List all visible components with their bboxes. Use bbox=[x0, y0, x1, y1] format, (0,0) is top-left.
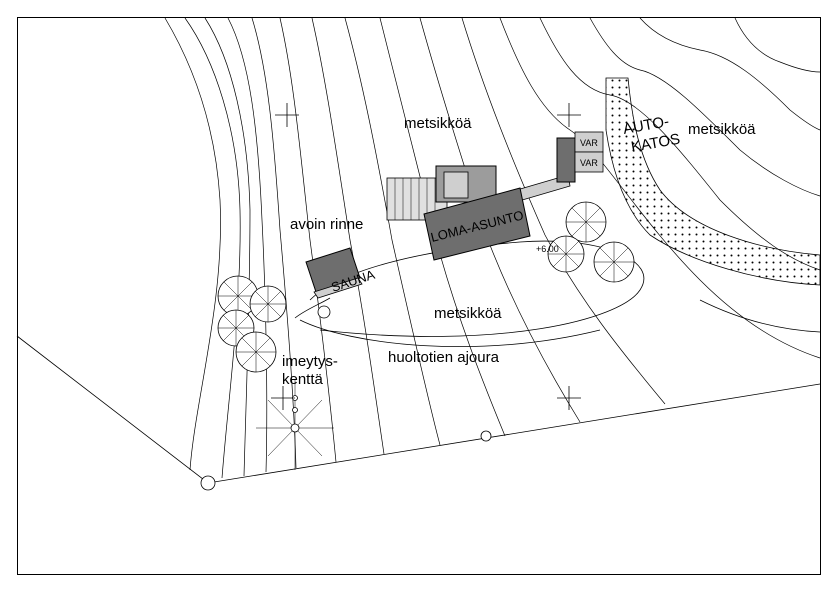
label-forest-top: metsikköä bbox=[404, 115, 472, 132]
well-marker bbox=[317, 305, 331, 319]
service-road-track bbox=[309, 240, 645, 337]
infiltration-field bbox=[256, 380, 334, 470]
label-infiltration-2: kenttä bbox=[282, 371, 324, 388]
label-storage-1: VAR bbox=[580, 138, 598, 148]
label-open-slope: avoin rinne bbox=[290, 216, 363, 233]
cottage-glazed-room bbox=[443, 171, 469, 199]
label-forest-right: metsikköä bbox=[688, 121, 756, 138]
label-service-road: huoltotien ajoura bbox=[388, 349, 500, 366]
trees bbox=[217, 201, 635, 373]
boundary-marker bbox=[480, 430, 492, 442]
label-storage-2: VAR bbox=[580, 158, 598, 168]
service-road-track-inner bbox=[299, 319, 601, 348]
sauna-deck bbox=[313, 277, 363, 299]
boundary-marker bbox=[200, 475, 216, 491]
label-forest-center: metsikköä bbox=[434, 305, 502, 322]
cottage-building bbox=[423, 187, 531, 261]
storage-unit-2 bbox=[574, 151, 604, 173]
carport-gravel-area bbox=[605, 77, 821, 286]
drawing-frame bbox=[17, 17, 821, 575]
sauna-building bbox=[305, 247, 361, 293]
storage-building bbox=[556, 137, 576, 183]
label-level-mark: +6.00 bbox=[536, 244, 559, 254]
sauna-path bbox=[294, 297, 331, 319]
survey-markers bbox=[271, 103, 581, 410]
label-infiltration-1: imeytys- bbox=[282, 353, 338, 370]
